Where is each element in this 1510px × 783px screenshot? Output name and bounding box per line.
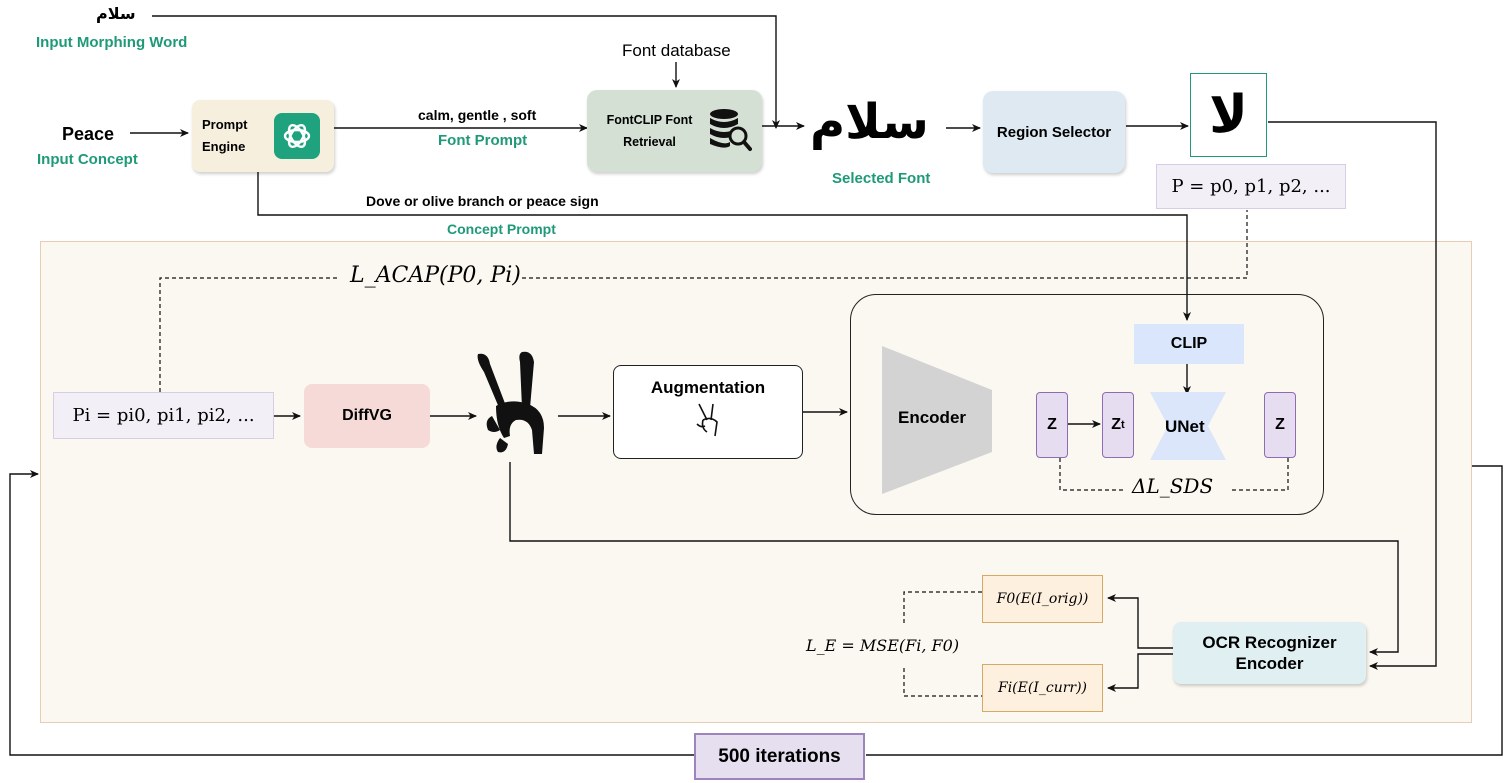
- selected-font-caption: Selected Font: [832, 170, 931, 187]
- clip-box: CLIP: [1134, 324, 1244, 364]
- latent-z-output-box: Z: [1264, 392, 1296, 458]
- augmented-hand-icon: [696, 403, 718, 437]
- input-concept-word: Peace: [62, 124, 115, 144]
- mse-loss-formula: L_E = MSE(Fi, F0): [806, 636, 960, 655]
- diffvg-label: DiffVG: [342, 407, 392, 424]
- unet-shape: [1150, 392, 1226, 460]
- augmentation-box: Augmentation: [613, 365, 803, 459]
- iterations-label: 500 iterations: [718, 745, 841, 767]
- latent-zt-subscript: t: [1121, 419, 1125, 431]
- latent-zt-label: Z: [1111, 416, 1122, 433]
- fi-feature-box: Fi(E(I_curr)): [982, 664, 1103, 712]
- input-morphing-word: سلام: [96, 4, 136, 23]
- concept-prompt-caption: Concept Prompt: [447, 221, 556, 237]
- concept-prompt-text: Dove or olive branch or peace sign: [366, 193, 599, 209]
- unet-label: UNet: [1165, 417, 1205, 436]
- latent-z-label: Z: [1047, 416, 1057, 433]
- prompt-engine-box: Prompt Engine: [192, 100, 334, 172]
- region-selector-label: Region Selector: [996, 123, 1112, 141]
- input-concept-caption: Input Concept: [37, 151, 138, 168]
- f0-feature-label: F0(E(I_orig)): [996, 591, 1089, 607]
- openai-logo-icon: [274, 113, 320, 159]
- region-glyph: لا: [1209, 85, 1248, 145]
- font-database-label: Font database: [622, 41, 731, 60]
- sds-module-box: [850, 294, 1324, 515]
- fontclip-label: FontCLIP Font Retrieval: [606, 113, 693, 149]
- augmentation-label: Augmentation: [650, 378, 766, 397]
- input-morphing-word-caption: Input Morphing Word: [36, 34, 188, 51]
- loss-acap-formula: L_ACAP(P0, Pi): [350, 263, 521, 288]
- font-prompt-text: calm, gentle , soft: [418, 107, 537, 123]
- p-formula-box: P = p0, p1, p2, ...: [1156, 164, 1346, 209]
- ocr-label-line1: OCR Recognizer: [1202, 633, 1337, 652]
- encoder-label: Encoder: [898, 408, 967, 427]
- region-selector-box: Region Selector: [983, 91, 1125, 173]
- latent-z-output-label: Z: [1275, 416, 1285, 433]
- diffvg-box: DiffVG: [304, 384, 430, 448]
- selected-font-word: سلام: [810, 94, 929, 150]
- fi-feature-label: Fi(E(I_curr)): [997, 680, 1088, 696]
- latent-z-box: Z: [1036, 392, 1068, 458]
- database-search-icon: [708, 106, 752, 157]
- peace-sign-hand-image: [470, 350, 554, 463]
- p-formula: P = p0, p1, p2, ...: [1171, 176, 1331, 197]
- clip-label: CLIP: [1170, 335, 1208, 352]
- f0-feature-box: F0(E(I_orig)): [982, 575, 1103, 623]
- fontclip-retrieval-box: FontCLIP Font Retrieval: [587, 90, 762, 172]
- pi-formula: Pi = pi0, pi1, pi2, ...: [72, 405, 255, 426]
- ocr-label-line2: Encoder: [1235, 654, 1304, 673]
- pi-formula-box: Pi = pi0, pi1, pi2, ...: [53, 392, 274, 439]
- encoder-trapezoid: [882, 346, 992, 494]
- region-glyph-box: لا: [1190, 73, 1267, 157]
- font-prompt-caption: Font Prompt: [438, 132, 528, 149]
- ocr-encoder-box: OCR Recognizer Encoder: [1173, 622, 1366, 684]
- iterations-badge: 500 iterations: [694, 733, 865, 780]
- prompt-engine-label: Prompt Engine: [202, 117, 248, 154]
- delta-sds-loss: ΔL_SDS: [1132, 474, 1214, 498]
